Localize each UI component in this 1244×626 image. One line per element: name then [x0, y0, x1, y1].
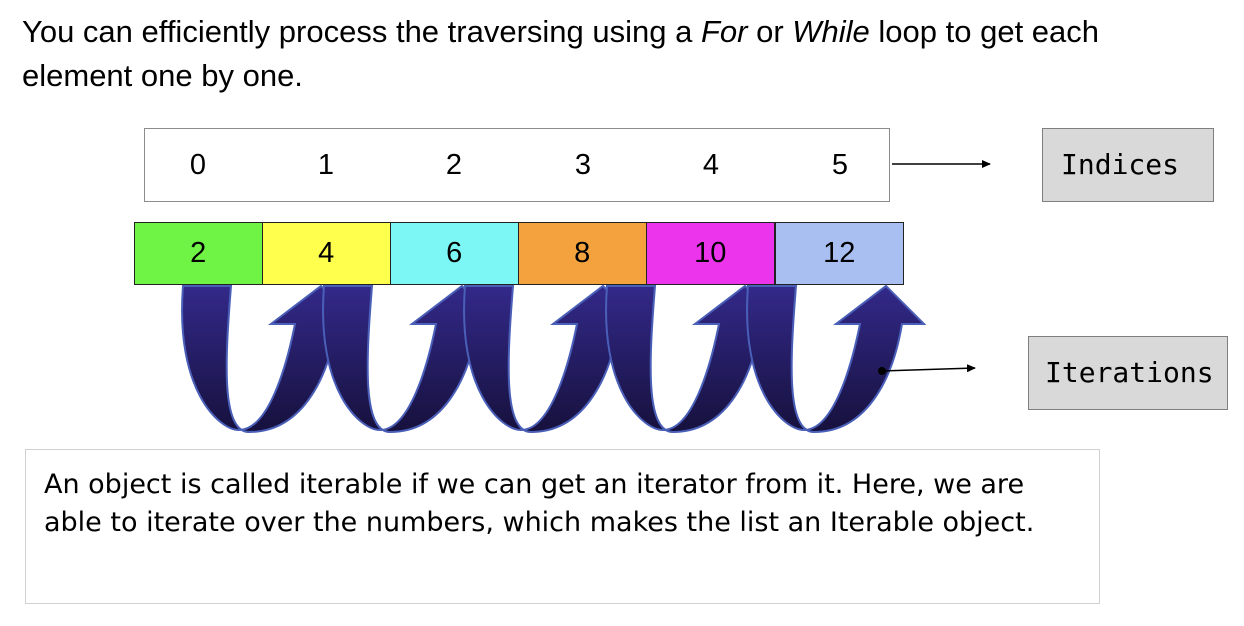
indices-row: 0 1 2 3 4 5	[144, 128, 890, 202]
indices-label: Indices	[1042, 128, 1214, 202]
index-label: 3	[574, 149, 592, 181]
intro-part-1: You can efficiently process the traversi…	[22, 14, 701, 49]
index-label: 0	[189, 149, 207, 181]
iteration-u-arrow	[746, 284, 927, 434]
list-element-cell: 4	[262, 222, 391, 285]
intro-for-keyword: For	[700, 14, 748, 49]
iterations-label: Iterations	[1028, 336, 1228, 410]
iterations-pointer-arrow	[881, 364, 976, 373]
intro-while-keyword: While	[792, 14, 870, 49]
list-element-cell: 12	[775, 222, 904, 285]
iterable-note: An object is called iterable if we can g…	[25, 449, 1100, 604]
list-element-cell: 10	[646, 222, 775, 285]
iteration-arrows	[181, 284, 927, 434]
index-label: 2	[445, 149, 463, 181]
intro-part-3: loop to get each element one by one.	[22, 14, 1100, 93]
index-label: 5	[831, 149, 849, 181]
index-label: 1	[317, 149, 335, 181]
intro-part-2: or	[747, 14, 793, 49]
intro-text: You can efficiently process the traversi…	[22, 10, 1202, 98]
list-element-cell: 6	[390, 222, 519, 285]
list-element-cell: 2	[134, 222, 263, 285]
index-label: 4	[702, 149, 720, 181]
list-element-cell: 8	[518, 222, 647, 285]
